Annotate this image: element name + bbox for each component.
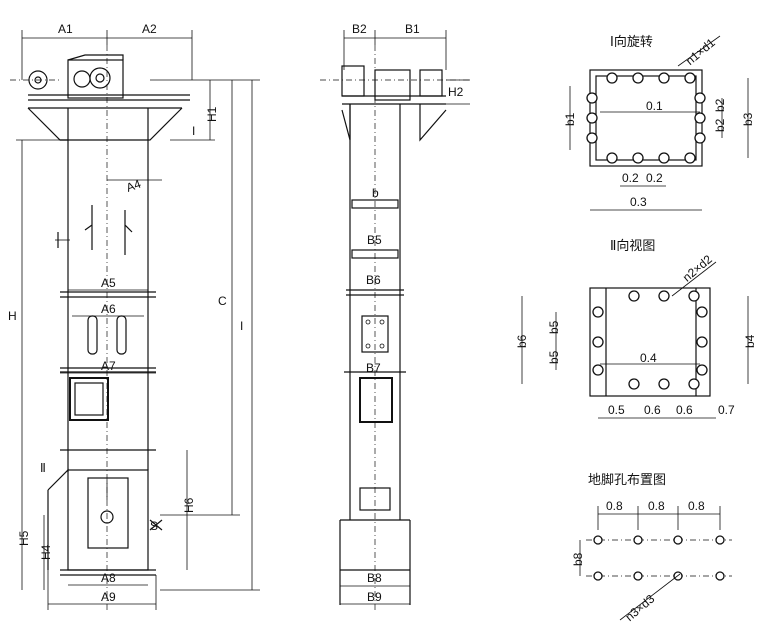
dim-a2: A2 — [142, 22, 157, 36]
view-ii-dim-06b: 0.6 — [676, 403, 693, 417]
dim-b9: B9 — [367, 590, 382, 604]
view-ii-dim-b4: b4 — [743, 334, 757, 348]
foundation-detail: 地脚孔布置图 0.8 0.8 0.8 b8 n3×d3 — [571, 472, 732, 624]
dim-a6: A6 — [101, 302, 116, 316]
dim-a7: A7 — [101, 359, 116, 373]
dim-h4: H4 — [39, 544, 53, 560]
dim-h: H — [8, 309, 17, 323]
dim-b: b — [372, 186, 379, 200]
view-i-dim-03: 0.3 — [630, 195, 647, 209]
view-i-dim-02a: 0.2 — [622, 171, 639, 185]
dim-a4: A4 — [124, 177, 143, 195]
dim-s: S — [150, 519, 158, 533]
view-ii-dim-05: 0.5 — [608, 403, 625, 417]
dim-i: I — [240, 319, 243, 333]
mark-view-ii: Ⅱ — [40, 461, 46, 475]
view-i-dim-b3: b3 — [741, 112, 755, 126]
dim-b1: B1 — [405, 22, 420, 36]
dim-b7: B7 — [366, 361, 381, 375]
view-ii-title: Ⅱ向视图 — [610, 238, 655, 254]
foundation-dim-3: 0.8 — [688, 499, 705, 513]
dim-b8: B8 — [367, 571, 382, 585]
view-i-detail: Ⅰ向旋转 n1×d1 0.1 0.2 0.2 0.3 b1 b2 b2 b3 — [563, 34, 755, 211]
dim-a8: A8 — [101, 571, 116, 585]
view-ii-dim-b6: b6 — [515, 334, 529, 348]
view-ii-dim-b5a: b5 — [547, 320, 561, 334]
foundation-holes: n3×d3 — [623, 592, 658, 625]
view-i-holes: n1×d1 — [683, 35, 718, 68]
view-ii-dim-06a: 0.6 — [644, 403, 661, 417]
dim-b2: B2 — [352, 22, 367, 36]
view-i-dim-b1: b1 — [563, 112, 577, 126]
view-ii-detail: Ⅱ向视图 n2×d2 0.4 0.5 0.6 0.6 0.7 b6 b5 b5 … — [515, 238, 757, 419]
view-i-dim-b2b: b2 — [713, 118, 727, 132]
dim-b5: B5 — [367, 233, 382, 247]
foundation-dim-b8: b8 — [571, 552, 585, 566]
view-i-dim-b2a: b2 — [713, 98, 727, 112]
view-ii-holes: n2×d2 — [680, 252, 715, 285]
dim-b6: B6 — [366, 273, 381, 287]
dim-c: C — [218, 294, 227, 308]
foundation-dim-1: 0.8 — [606, 499, 623, 513]
dim-a5: A5 — [101, 276, 116, 290]
view-i-dim-01: 0.1 — [646, 99, 663, 113]
foundation-dim-2: 0.8 — [648, 499, 665, 513]
dim-h1: H1 — [205, 106, 219, 122]
dim-a9: A9 — [101, 590, 116, 604]
mark-view-i: I — [192, 124, 195, 138]
dim-a1: A1 — [58, 22, 73, 36]
front-view: A1 A2 I A4 A5 — [8, 22, 260, 612]
view-i-title: Ⅰ向旋转 — [610, 34, 653, 50]
view-ii-dim-b5b: b5 — [547, 350, 561, 364]
side-view: B2 B1 H2 b B5 B6 B7 — [320, 22, 470, 612]
dim-h2: H2 — [448, 85, 464, 99]
foundation-title: 地脚孔布置图 — [588, 472, 666, 488]
dim-h6: H6 — [182, 497, 196, 513]
view-i-dim-02b: 0.2 — [646, 171, 663, 185]
dim-h5: H5 — [17, 530, 31, 546]
view-ii-dim-04: 0.4 — [640, 351, 657, 365]
view-ii-dim-07: 0.7 — [718, 403, 735, 417]
